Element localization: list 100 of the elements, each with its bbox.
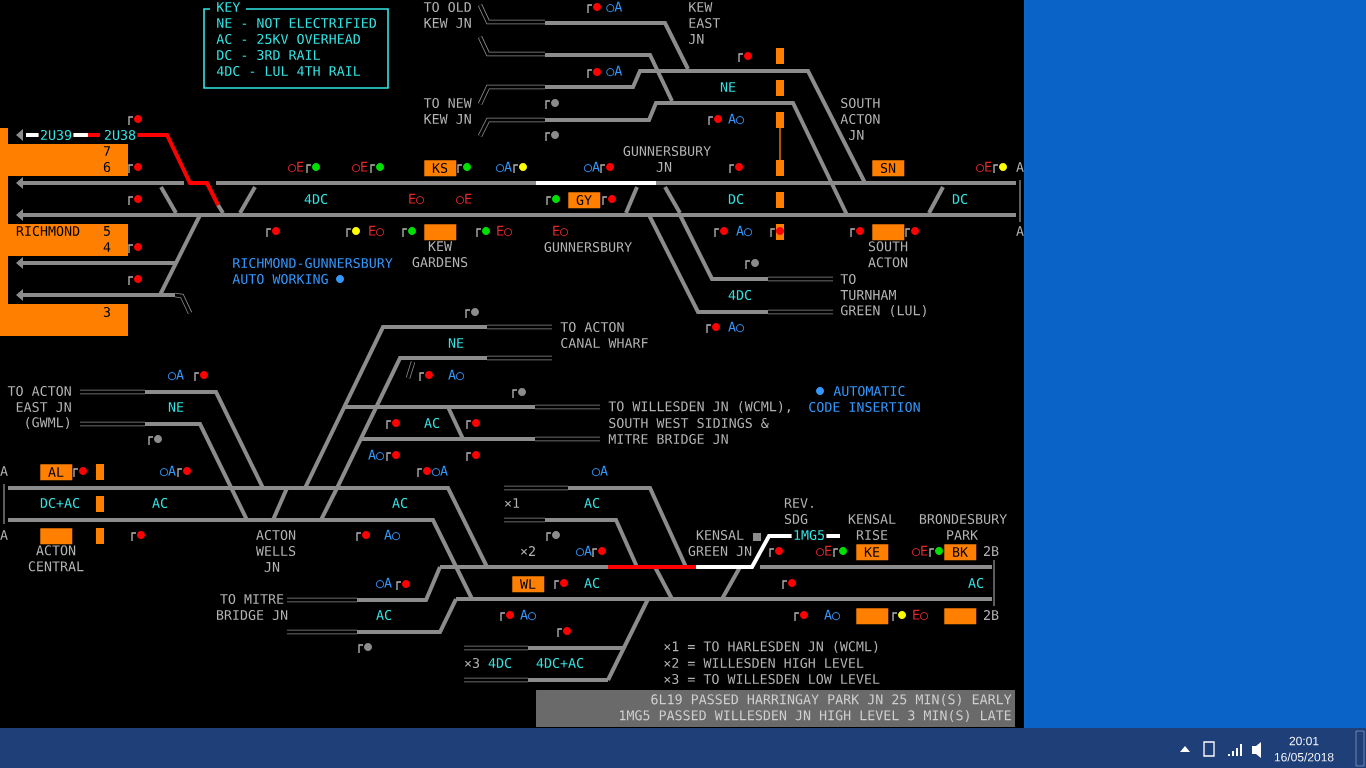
electrification-label: AC xyxy=(424,417,439,429)
signal-label: ○E xyxy=(352,161,368,173)
location-label: SOUTH WEST SIDINGS & xyxy=(609,417,769,429)
location-label: JN xyxy=(849,130,864,140)
electrification-label: NE xyxy=(448,338,464,348)
platform-box xyxy=(856,608,889,625)
location-label: KEW xyxy=(689,2,713,12)
location-label: TO ACTON xyxy=(7,385,71,397)
location-label: ×1 xyxy=(504,498,520,508)
signal-label: A○ xyxy=(368,449,384,461)
station-code-box: WL xyxy=(512,576,545,593)
location-label: A xyxy=(0,466,8,476)
signal-label: A○ xyxy=(824,609,840,621)
signal-label: ○A xyxy=(376,577,392,589)
electrification-label: AC xyxy=(152,497,167,509)
location-label: EAST JN xyxy=(16,401,71,413)
location-label: TO MITRE xyxy=(220,593,284,605)
station-name: KEW GARDENS xyxy=(412,241,468,268)
signal-label: ○A xyxy=(606,1,623,13)
location-label: ACTON xyxy=(256,529,296,541)
message-text: 1MG5 PASSED WILLESDEN JN HIGH LEVEL 3 MIN(S) LATE xyxy=(620,710,1011,722)
footnote-text: ×2 = WILLESDEN HIGH LEVEL xyxy=(664,657,864,669)
location-label: TO OLD xyxy=(423,1,471,13)
signal-label: ○A xyxy=(584,161,600,173)
location-label: A xyxy=(1016,162,1024,172)
signal-label: ○E xyxy=(816,545,832,557)
note-text: CODE INSERTION xyxy=(809,401,920,413)
note-text: AUTO WORKING xyxy=(232,273,328,285)
signal-label: ○E xyxy=(912,545,928,557)
electrification-label: AC xyxy=(376,609,391,621)
location-label: EAST xyxy=(689,17,721,29)
electrification-label: 4DC xyxy=(488,657,511,669)
signal-label: A○ xyxy=(736,225,752,237)
note-text: AUTOMATIC xyxy=(833,385,905,397)
station-name: SOUTH ACTON xyxy=(868,241,908,268)
footnote-text: ×3 = TO WILLESDEN LOW LEVEL xyxy=(664,673,880,685)
location-label: GUNNERSBURY xyxy=(544,241,632,253)
location-label: GREEN JN xyxy=(688,545,752,557)
station-code-box: AL xyxy=(40,464,73,481)
electrification-label: 4DC xyxy=(304,193,327,205)
location-label: MITRE BRIDGE JN xyxy=(608,433,728,445)
signal-label: ○E xyxy=(976,161,992,173)
signal-label: ○A xyxy=(592,465,608,477)
electrification-label: 4DC xyxy=(728,289,751,301)
signal-label: ○A xyxy=(432,465,448,477)
location-label: BRONDESBURY xyxy=(919,513,1007,525)
signal-label: ○E xyxy=(456,193,472,205)
platform-box xyxy=(944,608,977,625)
signal-label: ○A xyxy=(606,65,623,77)
signal-label: A○ xyxy=(520,609,536,621)
signal-label: E○ xyxy=(409,193,424,205)
footnote-text: ×1 = TO HARLESDEN JN (WCML) xyxy=(664,641,878,653)
signal-label: ○A xyxy=(168,369,184,381)
signal-label: A○ xyxy=(728,113,744,125)
electrification-label: 4DC+AC xyxy=(536,657,584,669)
station-code-box: KE xyxy=(856,544,889,561)
clock-text: 16/05/2018 xyxy=(1274,752,1334,762)
location-label: KENSAL xyxy=(696,529,744,541)
signal-label: E○ xyxy=(497,225,512,237)
legend-entry: 4DC - LUL 4TH RAIL xyxy=(216,65,361,77)
location-label: WELLS xyxy=(255,545,296,557)
location-label: KEW JN xyxy=(424,18,471,28)
location-label: TO WILLESDEN JN (WCML), xyxy=(608,401,790,413)
location-label: GREEN (LUL) xyxy=(840,305,926,317)
electrification-label: DC xyxy=(952,193,967,205)
location-label: A xyxy=(1016,226,1024,236)
location-label: TO ACTON xyxy=(560,321,624,333)
location-label: JN xyxy=(264,562,280,572)
message-text: 6L19 PASSED HARRINGAY PARK JN 25 MIN(S) EARLY xyxy=(651,694,1012,706)
electrification-label: AC xyxy=(584,497,599,509)
electrification-label: AC xyxy=(968,577,983,589)
legend-title: KEY xyxy=(217,2,241,12)
station-name: ACTON CENTRAL xyxy=(28,545,84,572)
signal-label: E○ xyxy=(913,609,928,621)
location-label: TO xyxy=(840,273,856,285)
electrification-label: DC xyxy=(728,193,743,205)
electrification-label: AC xyxy=(584,577,599,589)
station-code-box: BK xyxy=(944,544,977,561)
location-label: CANAL WHARF xyxy=(561,337,648,349)
legend-entry: DC - 3RD RAIL xyxy=(217,49,320,61)
signal-label: E○ xyxy=(369,225,384,237)
station-code-box: KS xyxy=(424,160,457,177)
legend-entry: AC - 25KV OVERHEAD xyxy=(216,33,360,45)
location-label: REV. xyxy=(784,498,813,508)
legend-entry: NE - NOT ELECTRIFIED xyxy=(217,17,376,29)
electrification-label: DC+AC xyxy=(40,497,80,509)
signal-label: ○E xyxy=(288,161,304,173)
signal-label: A○ xyxy=(448,369,464,381)
clock-text: 20:01 xyxy=(1289,736,1319,746)
location-label: BRIDGE JN xyxy=(216,609,288,621)
location-label: ×2 xyxy=(520,546,535,556)
platform-box xyxy=(40,528,73,545)
station-code-box: GY xyxy=(568,192,601,209)
signal-label: ○A xyxy=(576,545,592,557)
location-label: JN xyxy=(689,34,704,44)
electrification-label: AC xyxy=(392,497,407,509)
electrification-label: NE xyxy=(720,82,736,92)
signal-label: ○A xyxy=(160,465,176,477)
platform-box xyxy=(872,224,905,241)
signal-label: A○ xyxy=(728,321,744,333)
